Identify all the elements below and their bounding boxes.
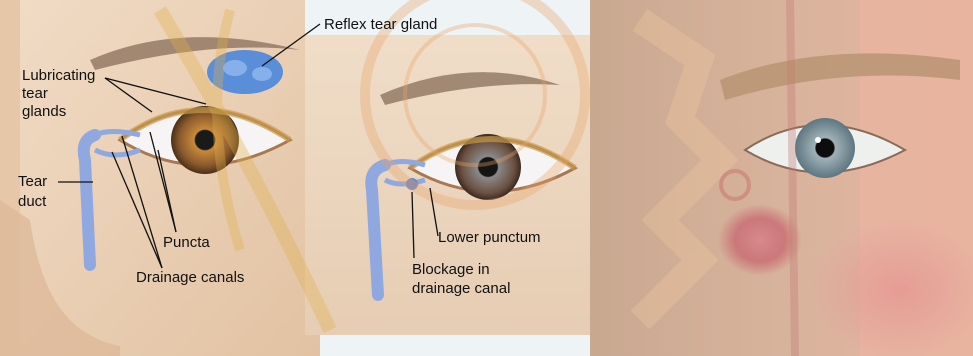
label-lubricating-line2: tear [22,85,48,102]
label-reflex-tear-gland: Reflex tear gland [324,16,437,33]
label-tear-duct-line2: duct [18,193,47,210]
label-puncta: Puncta [163,234,210,251]
label-lubricating-line3: glands [22,103,66,120]
iris-photo [795,118,855,178]
label-lower-punctum: Lower punctum [438,229,541,246]
label-blockage-line2: drainage canal [412,280,510,297]
label-drainage-canals: Drainage canals [136,269,244,286]
label-tear-duct-line1: Tear [18,173,47,190]
left-illustration-panel [0,0,320,356]
label-lubricating-line1: Lubricating [22,67,95,84]
label-blockage-line1: Blockage in [412,261,490,278]
